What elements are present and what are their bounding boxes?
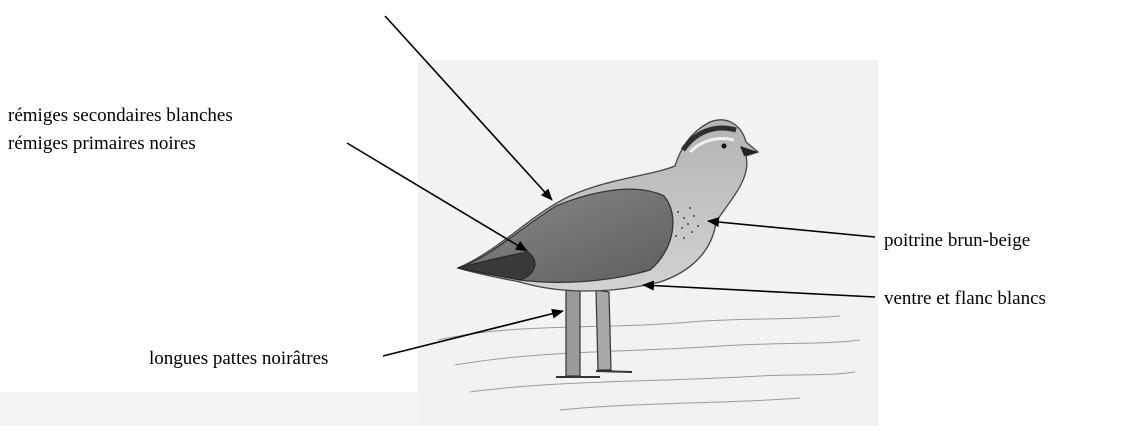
label-remiges-primaires: rémiges primaires noires — [8, 131, 196, 157]
label-remiges-secondaires: rémiges secondaires blanches — [8, 103, 233, 129]
label-pattes: longues pattes noirâtres — [149, 346, 328, 372]
label-top-cut: dos ... — [8, 0, 53, 8]
leg-left — [566, 288, 580, 376]
leg-right — [596, 290, 611, 370]
foot-right — [596, 371, 632, 372]
label-ventre: ventre et flanc blancs — [884, 286, 1046, 312]
paper-shadow — [0, 392, 418, 426]
eye — [722, 144, 727, 149]
label-poitrine: poitrine brun-beige — [884, 228, 1030, 254]
